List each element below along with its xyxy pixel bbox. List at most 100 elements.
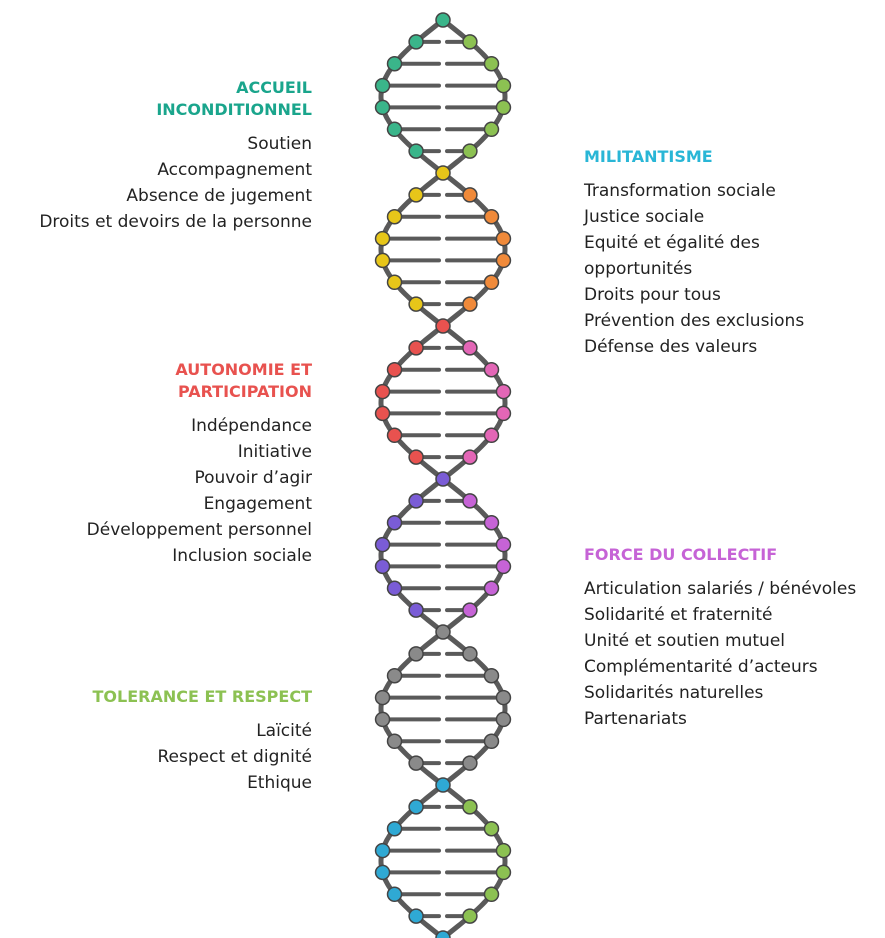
helix-node	[462, 799, 478, 815]
helix-node	[386, 208, 403, 225]
helix-node	[495, 99, 512, 116]
list-item: Solidarité et fraternité	[584, 605, 773, 625]
helix-node	[495, 77, 512, 94]
helix-node	[386, 886, 403, 903]
helix-node	[462, 908, 478, 924]
helix-node	[483, 121, 500, 138]
helix-node	[462, 493, 478, 509]
helix-node	[374, 405, 391, 422]
helix-node	[483, 427, 500, 444]
helix-node	[495, 689, 512, 706]
helix-node	[374, 711, 391, 728]
list-item: Solidarités naturelles	[584, 683, 764, 703]
group-militantisme: MILITANTISME Transformation sociale Just…	[584, 146, 804, 360]
list-item: Initiative	[237, 442, 312, 462]
helix-crossing-node	[435, 12, 451, 28]
list-item: Développement personnel	[86, 520, 312, 540]
list-item: Complémentarité d’acteurs	[584, 657, 818, 677]
helix-node	[462, 34, 478, 50]
helix-node	[374, 230, 391, 247]
helix-node	[386, 820, 403, 837]
helix-node	[462, 296, 478, 312]
list-item: Accompagnement	[157, 160, 312, 180]
helix-crossing-node	[435, 930, 451, 938]
helix-node	[408, 755, 424, 771]
list-item: Laïcité	[256, 721, 312, 741]
helix-node	[374, 536, 391, 553]
helix-node	[495, 383, 512, 400]
helix-node	[374, 864, 391, 881]
helix-node	[408, 449, 424, 465]
helix-node	[408, 143, 424, 159]
helix-crossing-node	[435, 471, 451, 487]
helix-node	[483, 733, 500, 750]
helix-node	[495, 864, 512, 881]
heading-line: AUTONOMIE ET	[175, 360, 312, 379]
helix-crossing-node	[435, 165, 451, 181]
helix-node	[386, 733, 403, 750]
heading-line: FORCE DU COLLECTIF	[584, 545, 778, 564]
helix-crossing-node	[435, 777, 451, 793]
helix-node	[408, 493, 424, 509]
group-heading: AUTONOMIE ET PARTICIPATION	[87, 359, 312, 403]
helix-node	[483, 886, 500, 903]
helix-node	[495, 536, 512, 553]
helix-node	[462, 143, 478, 159]
group-heading: TOLERANCE ET RESPECT	[93, 686, 312, 708]
helix-node	[483, 514, 500, 531]
list-item: Ethique	[247, 773, 312, 793]
group-items: Transformation sociale Justice sociale E…	[584, 178, 804, 360]
group-items: Laïcité Respect et dignité Ethique	[93, 718, 313, 796]
helix-node	[483, 580, 500, 597]
helix-node	[495, 558, 512, 575]
helix-node	[483, 820, 500, 837]
list-item: Prévention des exclusions	[584, 311, 805, 331]
list-item: Défense des valeurs	[584, 337, 758, 357]
group-autonomie-participation: AUTONOMIE ET PARTICIPATION Indépendance …	[87, 359, 312, 569]
list-item: Unité et soutien mutuel	[584, 631, 786, 651]
helix-node	[374, 558, 391, 575]
helix-node	[462, 449, 478, 465]
helix-node	[495, 405, 512, 422]
helix-crossing-node	[435, 318, 451, 334]
helix-node	[374, 383, 391, 400]
helix-node	[374, 252, 391, 269]
list-item: Justice sociale	[584, 207, 705, 227]
helix-node	[495, 230, 512, 247]
helix-node	[495, 842, 512, 859]
list-item: Respect et dignité	[157, 747, 313, 767]
list-item: Droits pour tous	[584, 285, 721, 305]
helix-node	[495, 252, 512, 269]
helix-node	[374, 77, 391, 94]
helix-node	[374, 689, 391, 706]
list-item: Droits et devoirs de la personne	[39, 212, 312, 232]
list-item: opportunités	[584, 259, 693, 279]
helix-node	[462, 340, 478, 356]
helix-node	[386, 667, 403, 684]
list-item: Equité et égalité des	[584, 233, 760, 253]
list-item: Inclusion sociale	[172, 546, 312, 566]
list-item: Engagement	[203, 494, 312, 514]
group-items: Articulation salariés / bénévoles Solida…	[584, 576, 856, 732]
group-heading: FORCE DU COLLECTIF	[584, 544, 856, 566]
helix-node	[408, 296, 424, 312]
list-item: Indépendance	[191, 416, 312, 436]
list-item: Articulation salariés / bénévoles	[584, 579, 857, 599]
group-tolerance-respect: TOLERANCE ET RESPECT Laïcité Respect et …	[93, 686, 312, 796]
helix-node	[408, 187, 424, 203]
heading-line: INCONDITIONNEL	[156, 100, 312, 119]
helix-node	[462, 646, 478, 662]
helix-node	[386, 427, 403, 444]
group-accueil-inconditionnel: ACCUEIL INCONDITIONNEL Soutien Accompagn…	[39, 77, 312, 235]
helix-node	[408, 602, 424, 618]
list-item: Partenariats	[584, 709, 687, 729]
helix-node	[408, 799, 424, 815]
helix-node	[483, 361, 500, 378]
helix-node	[495, 711, 512, 728]
helix-node	[386, 361, 403, 378]
helix-node	[374, 842, 391, 859]
heading-line: PARTICIPATION	[177, 382, 312, 401]
helix-node	[386, 274, 403, 291]
helix-node	[408, 646, 424, 662]
